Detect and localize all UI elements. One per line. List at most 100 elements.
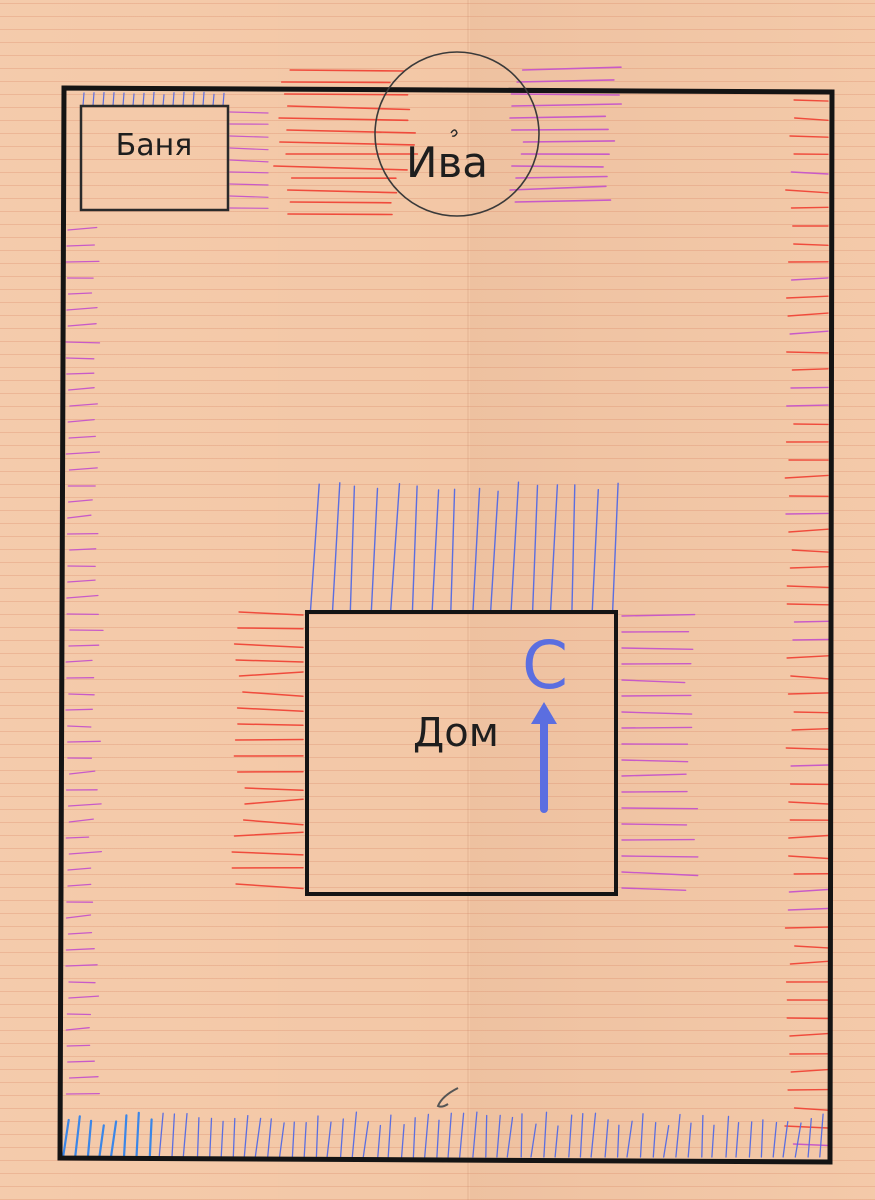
hatch-house-right <box>621 679 686 684</box>
hatch-left <box>67 323 97 327</box>
hatch-willow-right <box>511 103 623 107</box>
hatch-bottom <box>209 1117 213 1158</box>
hatch-bottom <box>267 1118 272 1158</box>
hatch-banya-top <box>112 92 115 107</box>
hatch-house-right <box>621 647 694 650</box>
hatch-banya-right <box>229 159 269 163</box>
hatch-left <box>67 514 92 519</box>
house-building <box>305 610 618 896</box>
plot-boundary <box>57 85 835 1165</box>
hatch-left <box>67 867 92 871</box>
hatch-house-top <box>531 484 539 613</box>
hatch-right <box>788 888 829 893</box>
hatch-banya-top <box>132 93 135 107</box>
hatch-right <box>788 855 829 860</box>
hatch-right <box>793 620 829 623</box>
hatch-right <box>788 834 829 839</box>
hatch-left <box>67 499 93 503</box>
hatch-right <box>784 926 829 929</box>
hatch-banya-top <box>192 91 195 107</box>
hatch-left <box>67 579 96 583</box>
hatch-banya-top <box>142 92 145 107</box>
hatch-bottom <box>122 1114 128 1159</box>
hatch-willow-left <box>289 69 405 72</box>
hatch-banya-top <box>182 91 185 107</box>
willow-tree <box>374 51 540 217</box>
hatch-banya-top <box>222 92 225 107</box>
hatch-banya-top <box>172 92 175 107</box>
hatch-bottom <box>782 1120 789 1158</box>
hatch-left <box>65 914 92 919</box>
hatch-bottom <box>760 1119 764 1158</box>
hatch-bottom <box>506 1116 514 1158</box>
hatch-bottom <box>807 1117 812 1158</box>
hatch-banya-top <box>202 91 205 107</box>
hatch-right <box>790 277 829 281</box>
hatch-left <box>66 1013 92 1016</box>
hatch-left <box>68 644 100 647</box>
hatch-bottom <box>387 1114 392 1158</box>
hatch-bottom <box>148 1118 153 1159</box>
hatch-right <box>786 1017 829 1020</box>
hatch-bottom <box>182 1112 188 1158</box>
hatch-right <box>787 907 829 911</box>
hatch-left <box>65 659 93 663</box>
hatch-right <box>786 603 829 606</box>
hatch-bottom <box>303 1121 307 1158</box>
hatch-right <box>793 99 829 102</box>
hatch-willow-right <box>522 140 616 143</box>
hatch-house-right <box>621 855 699 858</box>
hatch-right <box>790 764 829 767</box>
hatch-right <box>786 295 829 299</box>
hatch-banya-top <box>162 94 165 107</box>
hatch-bottom <box>196 1117 200 1158</box>
hatch-left <box>66 1044 91 1047</box>
hatch-left <box>65 708 93 711</box>
hatch-banya-top <box>82 92 85 107</box>
hatch-right <box>792 1143 829 1147</box>
hatch-bottom <box>748 1121 753 1158</box>
banya-building <box>79 104 230 212</box>
hatch-bottom <box>243 1114 249 1158</box>
hatch-willow-left <box>283 93 409 96</box>
hatch-bottom <box>772 1121 778 1158</box>
arrow-up-icon <box>531 702 557 813</box>
hatch-house-left <box>237 627 304 630</box>
hatch-house-top <box>489 490 499 613</box>
hatch-left <box>66 372 95 375</box>
hatch-bottom <box>530 1123 537 1158</box>
hatch-bottom <box>351 1111 358 1158</box>
hatch-bottom <box>278 1122 285 1158</box>
hatch-right <box>792 638 829 641</box>
banya-label: Баня <box>116 128 193 163</box>
hatch-bottom <box>291 1121 295 1158</box>
hatch-right <box>788 801 829 805</box>
hatch-bottom <box>424 1113 430 1158</box>
hatch-right <box>793 711 829 714</box>
hatch-bottom <box>436 1119 440 1158</box>
hatch-right <box>791 549 829 553</box>
hatch-house-top <box>611 482 619 613</box>
hatch-right <box>789 960 829 965</box>
hatch-bottom <box>61 1118 70 1159</box>
hatch-house-left <box>235 659 304 663</box>
hatch-banya-right <box>229 147 269 151</box>
hatch-left <box>66 594 99 599</box>
hatch-house-top <box>591 489 599 613</box>
hatch-bottom <box>74 1115 81 1159</box>
hatch-banya-top <box>122 92 125 107</box>
hatch-house-right <box>621 807 699 810</box>
hatch-bottom <box>232 1117 236 1158</box>
hatch-left <box>67 292 93 295</box>
hatch-left <box>67 1060 95 1063</box>
hatch-left <box>68 693 95 696</box>
hatch-house-left <box>233 643 304 649</box>
hatch-right <box>794 945 829 949</box>
hatch-house-left <box>242 691 304 697</box>
hatch-house-left <box>231 851 304 856</box>
hatch-house-left <box>234 738 304 741</box>
hatch-house-right <box>621 759 689 763</box>
hatch-bottom <box>711 1124 715 1158</box>
hatch-willow-left <box>273 165 408 171</box>
